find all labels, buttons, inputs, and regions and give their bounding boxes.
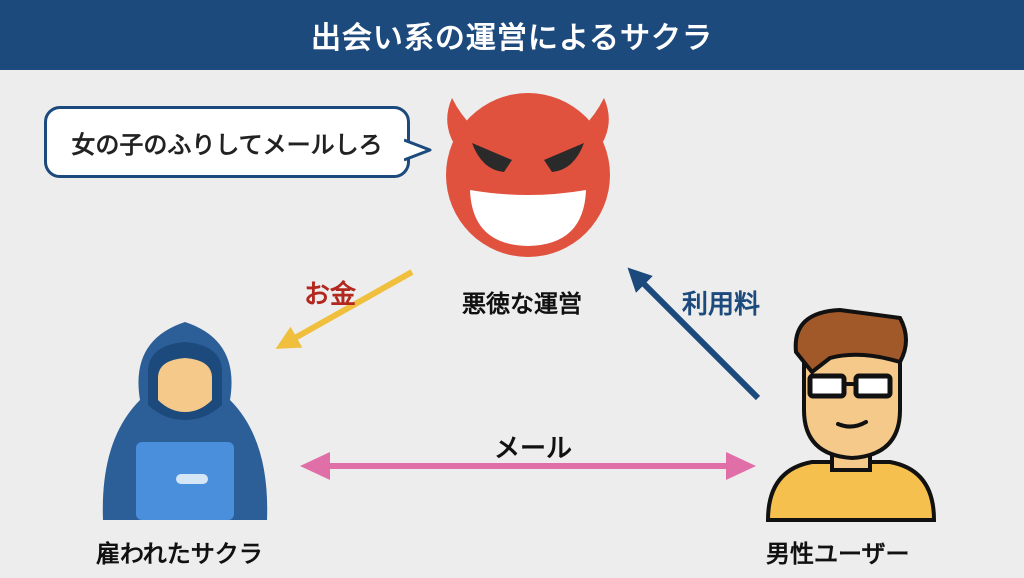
- operator-label: 悪徳な運営: [462, 290, 582, 318]
- hooded-figure-laptop-icon: [102, 322, 268, 520]
- money-arrow: [275, 269, 414, 349]
- devil-face-icon: [446, 93, 610, 257]
- male-user-label: 男性ユーザー: [766, 540, 910, 568]
- diagram-title: 出会い系の運営によるサクラ: [0, 0, 1024, 70]
- fee-label: 利用料: [682, 290, 761, 320]
- sakura-label: 雇われたサクラ: [96, 540, 263, 568]
- mail-label: メール: [494, 434, 573, 464]
- money-label: お金: [304, 280, 357, 310]
- man-with-glasses-icon: [765, 307, 937, 522]
- fee-arrow: [627, 267, 761, 401]
- mail-arrow: [300, 452, 756, 480]
- speech-bubble-tail: [404, 138, 432, 162]
- speech-bubble: 女の子のふりしてメールしろ: [44, 106, 410, 178]
